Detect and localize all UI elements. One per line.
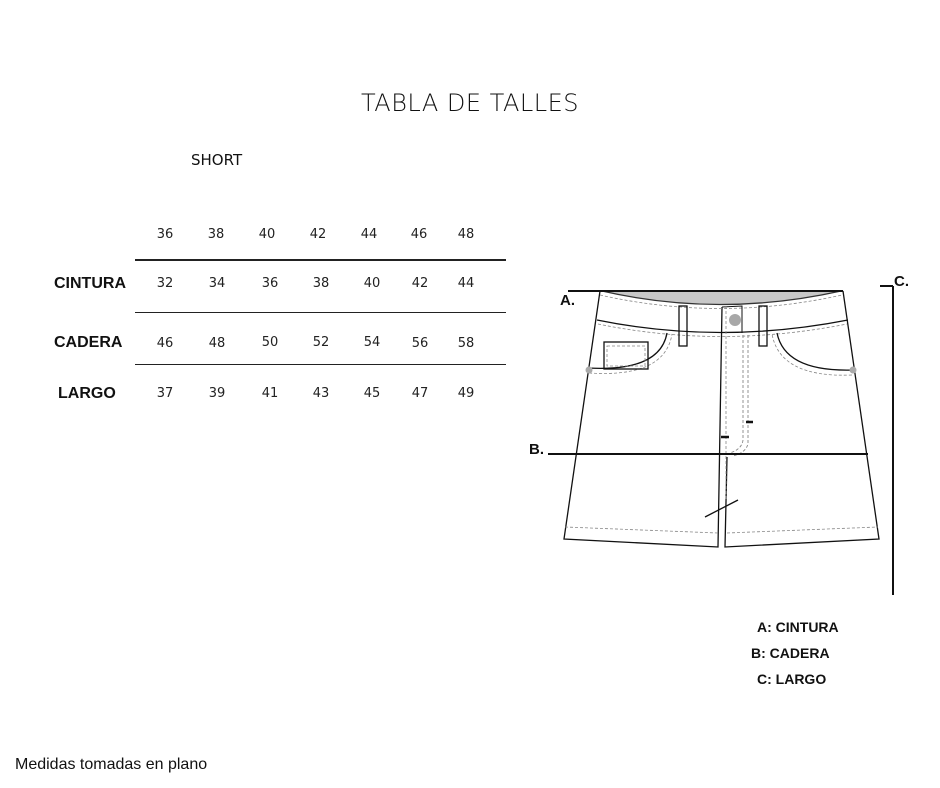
table-cell: 38 xyxy=(312,276,330,291)
page-title: TABLA DE TALLES xyxy=(360,89,580,117)
marker-b: B. xyxy=(529,441,544,458)
table-cell: 34 xyxy=(208,276,226,291)
table-cell: 56 xyxy=(411,336,429,351)
table-cell: 49 xyxy=(457,386,475,401)
rivet-icon xyxy=(849,366,857,374)
shorts-outline xyxy=(563,290,880,548)
table-cell: 37 xyxy=(156,386,174,401)
legend-item-b: B: CADERA xyxy=(751,645,830,661)
size-header: 46 xyxy=(410,227,428,242)
row-label-cadera: CADERA xyxy=(54,334,123,351)
size-header: 48 xyxy=(457,227,475,242)
table-cell: 32 xyxy=(156,276,174,291)
coin-pocket xyxy=(603,341,649,370)
table-cell: 50 xyxy=(261,335,279,350)
fly-panel xyxy=(721,305,743,333)
table-cell: 36 xyxy=(261,276,279,291)
table-cell: 42 xyxy=(411,276,429,291)
size-header: 40 xyxy=(258,227,276,242)
table-cell: 41 xyxy=(261,386,279,401)
table-divider xyxy=(135,364,506,365)
size-header: 36 xyxy=(156,227,174,242)
size-header: 42 xyxy=(309,227,327,242)
button-icon xyxy=(729,314,741,326)
table-cell: 54 xyxy=(363,335,381,350)
table-cell: 48 xyxy=(208,336,226,351)
row-label-largo: LARGO xyxy=(58,385,116,402)
table-divider xyxy=(135,259,506,261)
table-cell: 46 xyxy=(156,336,174,351)
table-cell: 58 xyxy=(457,336,475,351)
rivet-icon xyxy=(585,366,593,374)
waistband-inner xyxy=(601,290,842,306)
table-cell: 40 xyxy=(363,276,381,291)
waistband-seam xyxy=(596,319,849,334)
footer-note: Medidas tomadas en plano xyxy=(15,756,208,773)
belt-loop xyxy=(758,305,768,347)
garment-type: SHORT xyxy=(191,151,243,169)
table-cell: 39 xyxy=(208,386,226,401)
table-cell: 43 xyxy=(312,386,330,401)
marker-a: A. xyxy=(560,292,575,309)
legend-item-a: A: CINTURA xyxy=(757,619,839,635)
size-header: 38 xyxy=(207,227,225,242)
legend-item-c: C: LARGO xyxy=(757,671,827,687)
crotch-seam xyxy=(704,499,739,518)
table-cell: 47 xyxy=(411,386,429,401)
table-cell: 45 xyxy=(363,386,381,401)
row-label-cintura: CINTURA xyxy=(54,275,126,292)
table-cell: 44 xyxy=(457,276,475,291)
size-header: 44 xyxy=(360,227,378,242)
table-divider xyxy=(135,312,506,313)
right-pocket xyxy=(776,332,854,371)
length-measure-line xyxy=(880,285,894,595)
left-pocket xyxy=(587,332,668,370)
table-cell: 52 xyxy=(312,335,330,350)
belt-loop xyxy=(678,305,688,347)
marker-c: C. xyxy=(894,273,909,290)
